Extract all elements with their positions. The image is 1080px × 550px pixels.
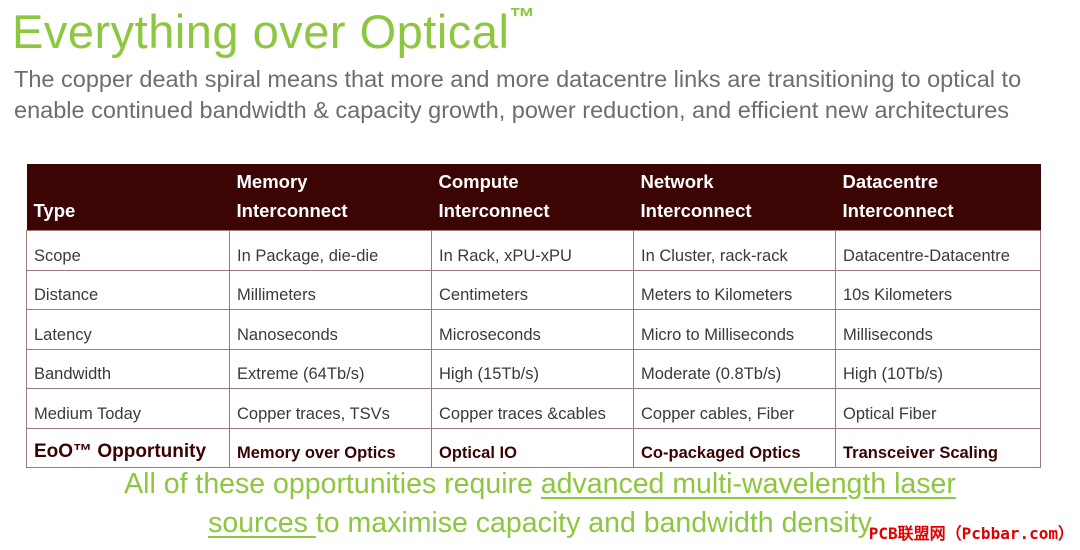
footer-line-1: All of these opportunities require advan… — [0, 468, 1080, 501]
table-cell: Datacentre-Datacentre — [835, 230, 1041, 271]
table-row-scope: Scope In Package, die-die In Rack, xPU-x… — [26, 230, 1041, 271]
table-cell: Bandwidth — [26, 348, 230, 389]
table-cell: Nanoseconds — [229, 309, 432, 350]
footer-link: advanced multi-wavelength laser — [540, 468, 956, 500]
table-cell: Optical IO — [431, 427, 634, 468]
table-cell: In Rack, xPU-xPU — [431, 230, 634, 271]
table-cell: Moderate (0.8Tb/s) — [633, 348, 836, 389]
table-cell: Memory over Optics — [229, 427, 432, 468]
slide-subtitle: The copper death spiral means that more … — [14, 66, 1022, 123]
table-cell: Latency — [26, 309, 230, 350]
table-cell: Transceiver Scaling — [835, 427, 1041, 468]
trademark-mark: ™ — [509, 2, 536, 32]
table-cell: Optical Fiber — [835, 388, 1041, 429]
table-cell: 10s Kilometers — [835, 269, 1041, 310]
watermark: PCB联盟网（Pcbbar.com） — [868, 524, 1074, 543]
footer-text: All of these opportunities require — [124, 468, 541, 500]
footer-text: to maximise capacity and bandwidth densi… — [315, 507, 872, 539]
slide-title-text: Everything over Optical — [12, 5, 510, 58]
table-cell: Scope — [26, 230, 230, 271]
table-cell: In Package, die-die — [229, 230, 432, 271]
table-cell: High (15Tb/s) — [431, 348, 634, 389]
table-cell: EoO™ Opportunity — [26, 427, 230, 468]
table-row-medium-today: Medium Today Copper traces, TSVs Copper … — [26, 388, 1041, 429]
table-cell: Extreme (64Tb/s) — [229, 348, 432, 389]
table-cell: In Cluster, rack-rack — [633, 230, 836, 271]
table-cell: Micro to Milliseconds — [633, 309, 836, 350]
table-cell: Centimeters — [431, 269, 634, 310]
footer-link: sources — [208, 507, 316, 539]
table-row-opportunity: EoO™ Opportunity Memory over Optics Opti… — [26, 427, 1041, 468]
table-cell: Copper cables, Fiber — [633, 388, 836, 429]
table-row-distance: Distance Millimeters Centimeters Meters … — [26, 269, 1041, 310]
footer-line-2: sources to maximise capacity and bandwid… — [0, 507, 1080, 540]
table-cell: Medium Today — [26, 388, 230, 429]
table-cell: Distance — [26, 269, 230, 310]
table-cell: Millimeters — [229, 269, 432, 310]
table-row-bandwidth: Bandwidth Extreme (64Tb/s) High (15Tb/s)… — [26, 348, 1041, 389]
table-cell: Microseconds — [431, 309, 634, 350]
table-cell: Copper traces, TSVs — [229, 388, 432, 429]
table-cell: Co-packaged Optics — [633, 427, 836, 468]
table-cell: Milliseconds — [835, 309, 1041, 350]
table-cell: High (10Tb/s) — [835, 348, 1041, 389]
slide-title: Everything over Optical™ — [12, 2, 536, 59]
table-cell: Meters to Kilometers — [633, 269, 836, 310]
table-cell: Copper traces &cables — [431, 388, 634, 429]
table-row-latency: Latency Nanoseconds Microseconds Micro t… — [26, 309, 1041, 350]
header-type: Type — [26, 164, 230, 231]
